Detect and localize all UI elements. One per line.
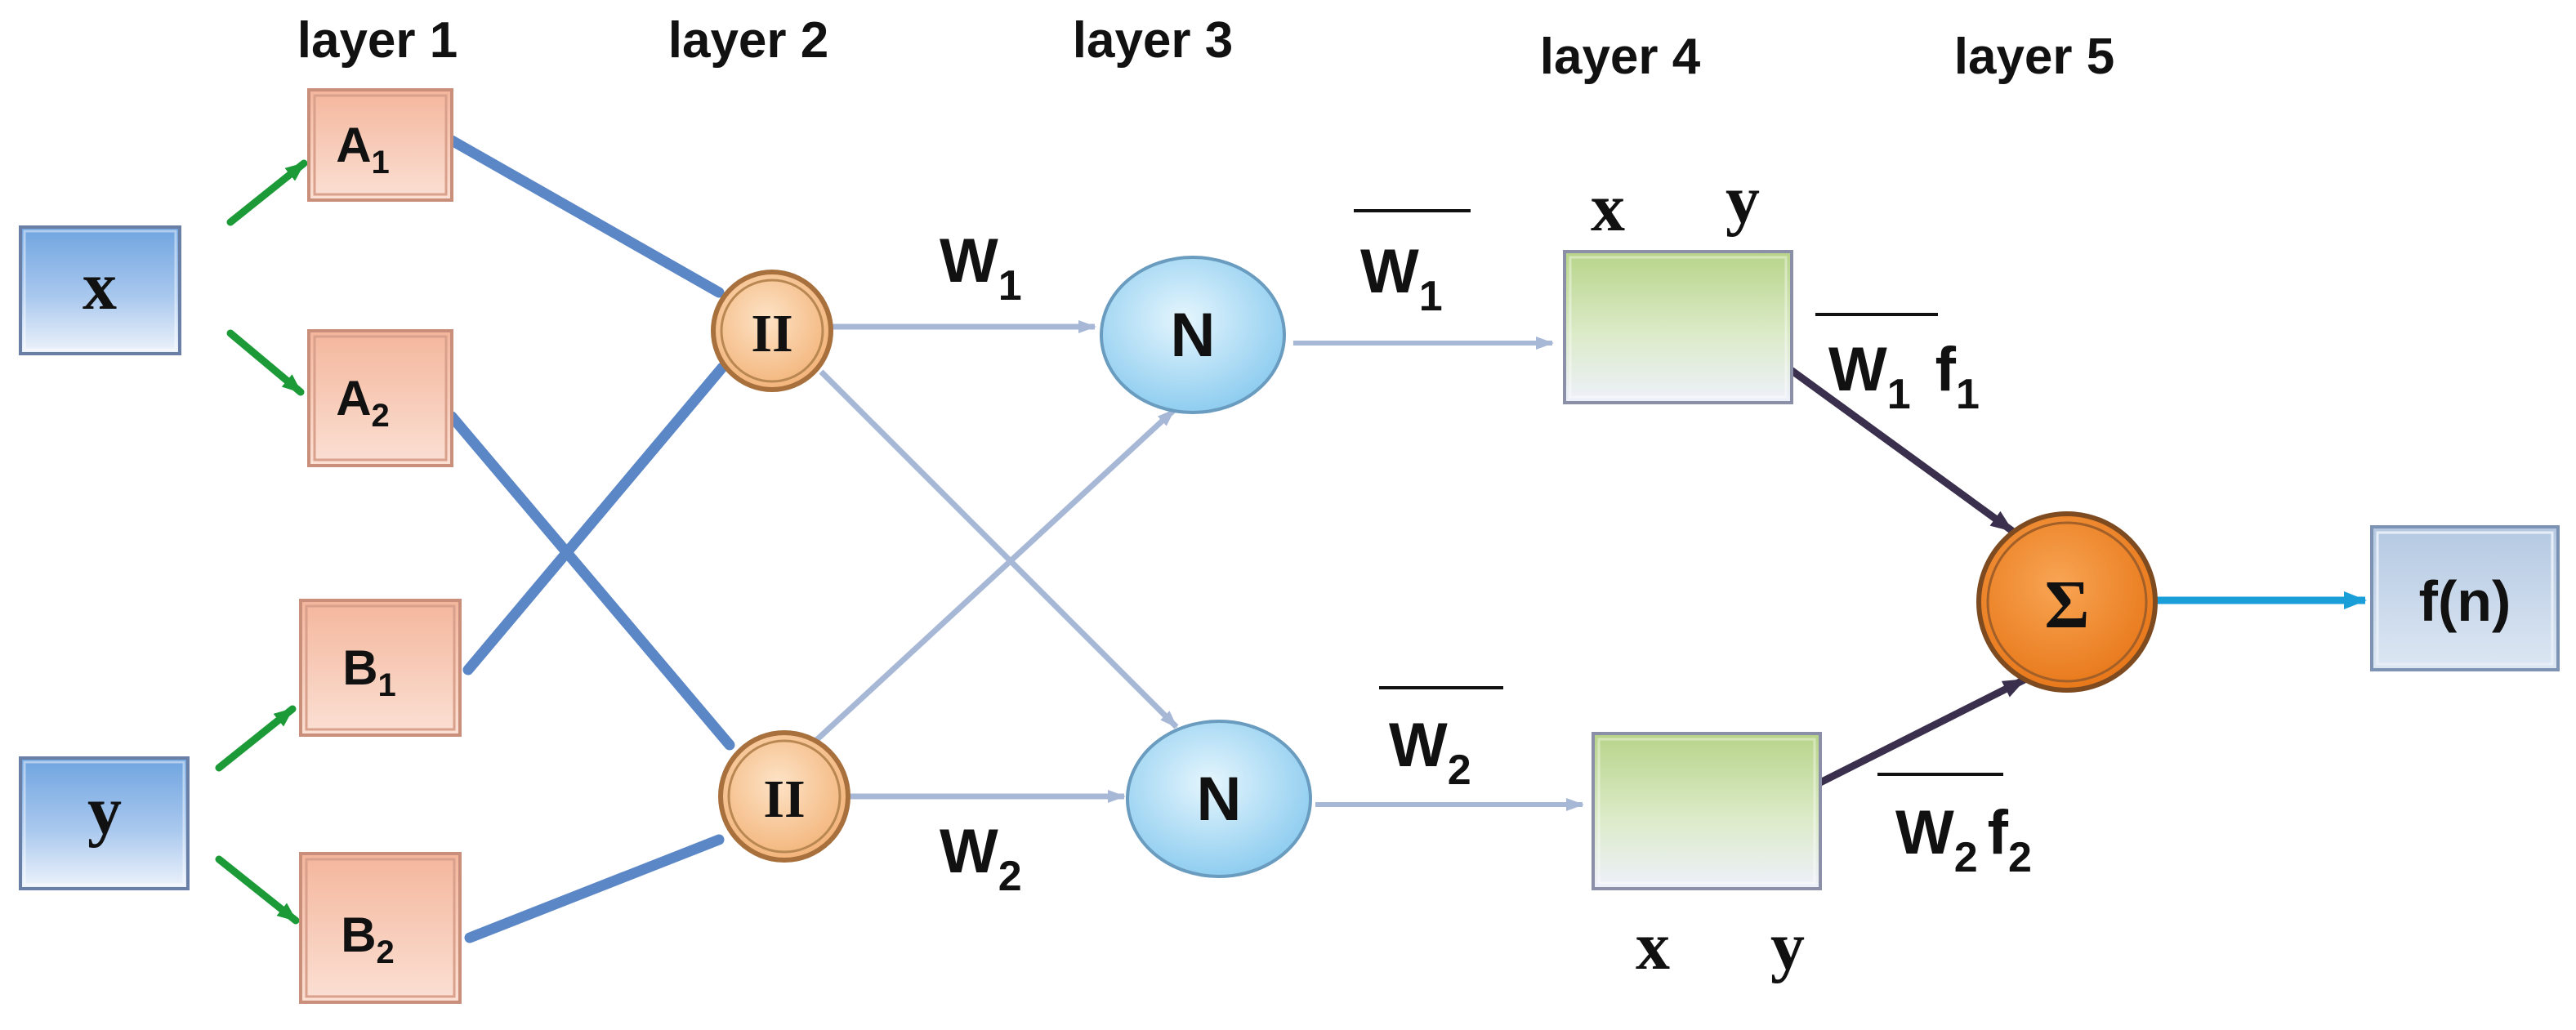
norm-node-top: N [1100,256,1286,414]
mf-node-b2: B2 [299,852,462,1004]
norm-bottom-symbol: N [1197,765,1242,834]
mf-a1-letter: A [336,118,371,172]
output-label: f(n) [2419,569,2511,633]
norm-weight-w1bar-subscript: 1 [1419,273,1443,320]
layer-1-label: layer 1 [297,12,458,69]
rule-top-w-subscript: 1 [1887,371,1911,418]
mf-b1-subscript: 1 [378,667,396,703]
product-to-norm-arrows [810,320,1179,803]
rule-top-w: W [1828,335,1887,404]
sum-node: Σ [1976,511,2158,693]
product-bottom-symbol: II [763,769,805,829]
arrow-x-a2 [226,329,305,396]
svg-text:A1: A1 [336,118,390,181]
norm-weight-w1bar-letter: W [1360,237,1419,306]
mf-node-a1: A1 [307,88,453,202]
mf-a1-subscript: 1 [372,145,390,181]
sum-symbol: Σ [2045,567,2090,643]
connector-b1-product-top [462,362,728,676]
rule-bottom-f: f [1988,798,2009,867]
norm-top-symbol: N [1171,301,1216,370]
weight-w1-subscript: 1 [998,262,1022,310]
input-x-label: x [83,248,117,324]
arrow-rule-bottom-sum [1818,676,2027,787]
norm-weight-w2bar: W2 [1379,686,1503,794]
mf-to-product-connectors [446,135,735,943]
norm-to-rule-arrows [1293,337,1584,811]
layer-4-label: layer 4 [1540,29,1701,85]
svg-text:A2: A2 [336,371,390,434]
svg-text:W2: W2 [940,817,1022,900]
rule-bottom-w-subscript: 2 [1954,834,1978,881]
output-node: f(n) [2370,525,2560,671]
mf-b1-letter: B [342,640,377,695]
norm-weight-w2bar-letter: W [1389,711,1448,780]
rule-to-sum-arrows [1785,364,2027,787]
mf-a2-subscript: 2 [372,398,390,434]
product-node-top: II [711,270,833,392]
input-arrows [215,159,308,925]
weight-w2-subscript: 2 [998,853,1022,900]
arrow-pbottom-ntop [810,408,1176,746]
mf-node-a2: A2 [307,329,453,467]
product-node-bottom: II [718,730,850,863]
product-top-symbol: II [751,304,792,363]
arrow-x-a1 [226,159,308,226]
rule-top-y-label: y [1726,162,1760,238]
rule-top-f-subscript: 1 [1956,371,1980,418]
connector-a2-product-bottom [446,411,735,751]
rule-top-x-label: x [1591,170,1625,246]
mf-b2-subscript: 2 [377,934,395,970]
rule-top-f: f [1935,335,1957,404]
rule-box-bottom [1592,732,1822,890]
arrow-rule-top-sum [1785,364,2015,534]
rule-bottom-f-subscript: 2 [2008,834,2032,881]
input-x-node: x [19,225,181,355]
arrow-y-b1 [215,705,297,772]
svg-text:W2: W2 [1389,711,1471,794]
svg-text:B1: B1 [342,640,396,703]
rule-bottom-w: W [1895,798,1954,867]
mf-b2-letter: B [341,907,376,962]
weight-w2-letter: W [940,817,998,886]
svg-text:B2: B2 [341,907,395,970]
arrow-y-b2 [215,855,300,925]
layer-5-label: layer 5 [1954,29,2115,85]
norm-node-bottom: N [1126,720,1312,878]
mf-a2-letter: A [336,371,371,426]
connector-b2-product-bottom [464,834,725,943]
rule-box-top [1563,250,1793,404]
svg-text:W1: W1 [940,226,1022,310]
rule-bottom-x-label: x [1636,908,1670,984]
rule-bottom-y-label: y [1770,908,1805,984]
connector-a1-product-top [446,135,725,298]
mf-node-b1: B1 [299,599,462,737]
layer-3-label: layer 3 [1073,12,1234,69]
norm-weight-w1bar: W1 [1354,209,1471,320]
input-y-label: y [87,773,122,849]
weight-w1-letter: W [940,226,998,296]
norm-weight-w2bar-subscript: 2 [1448,747,1471,794]
input-y-node: y [19,756,190,890]
arrow-ptop-nbottom [819,369,1179,729]
svg-text:W1: W1 [1360,237,1443,320]
layer-2-label: layer 2 [668,12,829,69]
